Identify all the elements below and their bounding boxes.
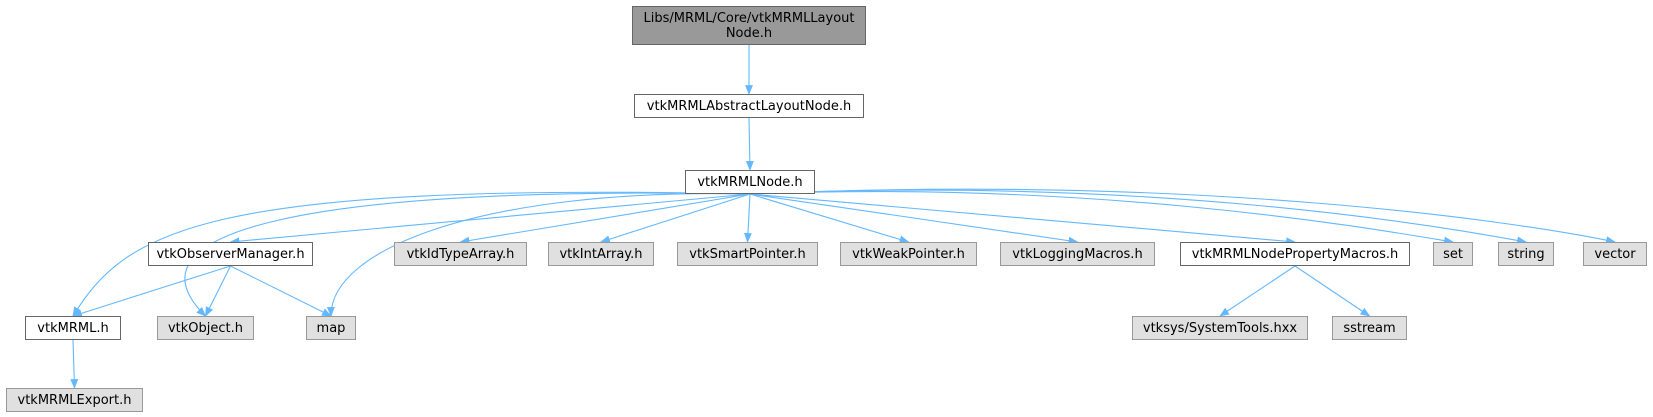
edge-node-to-intarr: [600, 193, 751, 244]
edge-node-to-object: [184, 192, 751, 317]
node-intarr: vtkIntArray.h: [548, 242, 654, 266]
edges-layer: [70, 45, 1616, 389]
edge-node-to-string: [749, 189, 1527, 245]
node-map: map: [306, 316, 356, 340]
edge-node-to-logging: [749, 193, 1079, 245]
node-abstract[interactable]: vtkMRMLAbstractLayoutNode.h: [634, 94, 864, 118]
node-propmac[interactable]: vtkMRMLNodePropertyMacros.h: [1180, 242, 1410, 266]
node-idtype: vtkIdTypeArray.h: [394, 242, 527, 266]
edge-node-to-propmac: [749, 193, 1296, 246]
edge-node-to-smart: [744, 193, 752, 243]
edge-node-to-weak: [749, 193, 910, 244]
node-node[interactable]: vtkMRMLNode.h: [685, 170, 815, 194]
node-object: vtkObject.h: [157, 316, 254, 340]
edge-node-to-map: [326, 193, 751, 317]
edge-abstract-to-node: [745, 117, 754, 171]
node-string: string: [1498, 242, 1554, 266]
edge-node-to-mrml: [72, 191, 751, 317]
edge-node-to-obsmgr: [229, 193, 751, 246]
edge-mrml-to-export: [70, 339, 79, 389]
node-export: vtkMRMLExport.h: [6, 388, 143, 412]
edge-propmac-to-systools: [1219, 265, 1296, 317]
node-logging: vtkLoggingMacros.h: [1000, 242, 1155, 266]
edge-obsmgr-to-mrml: [72, 265, 231, 318]
edge-obsmgr-to-object: [205, 265, 231, 317]
edge-obsmgr-to-map: [230, 265, 332, 317]
node-smart: vtkSmartPointer.h: [677, 242, 818, 266]
node-vector: vector: [1583, 242, 1647, 266]
node-systools: vtksys/SystemTools.hxx: [1132, 316, 1308, 340]
node-mrml[interactable]: vtkMRML.h: [25, 316, 121, 340]
node-obsmgr[interactable]: vtkObserverManager.h: [148, 242, 313, 266]
node-set: set: [1433, 242, 1473, 266]
node-weak: vtkWeakPointer.h: [840, 242, 977, 266]
node-root: Libs/MRML/Core/vtkMRMLLayout Node.h: [632, 6, 866, 45]
edge-propmac-to-sstream: [1294, 265, 1371, 317]
node-sstream: sstream: [1332, 316, 1407, 340]
edge-node-to-vector: [749, 188, 1616, 245]
edge-node-to-idtype: [459, 193, 751, 245]
edge-node-to-set: [749, 191, 1454, 245]
